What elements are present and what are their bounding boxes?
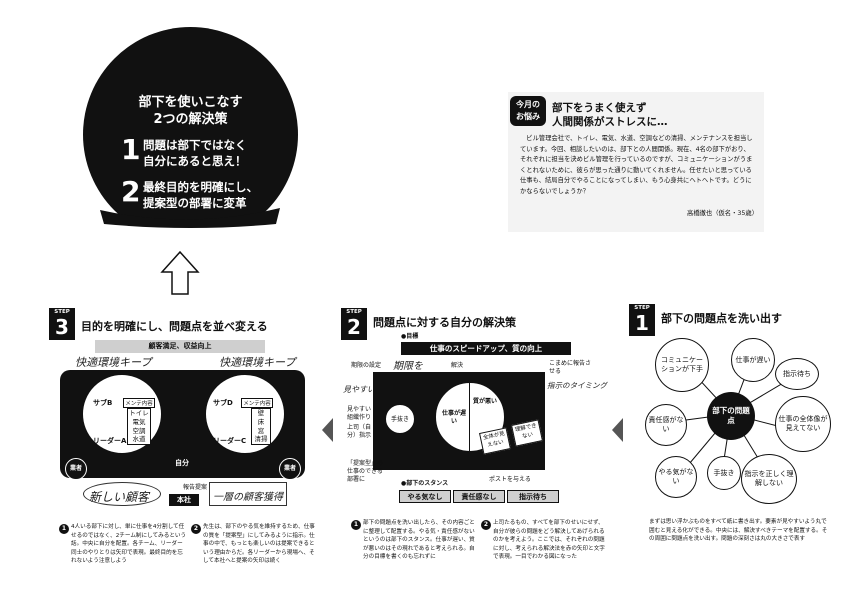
hero-point1-line2: 自分にあると思え！: [143, 154, 247, 168]
step3-label: STEP: [54, 309, 70, 315]
step2-core-divider: [469, 382, 470, 452]
step2-number: 2: [347, 315, 361, 339]
step2-hand-misc: 見やすい: [343, 385, 375, 394]
step3-hand-box-right: [209, 482, 287, 506]
step3-customer-left: 業者: [65, 458, 87, 480]
step2-label-org: 見やすい組織作り: [347, 406, 372, 422]
worry-body: ビル管理会社で、トイレ、電気、水道、空調などの清掃、メンテナンスを担当しています…: [520, 135, 753, 195]
step3-banner: 顧客満足、収益向上: [95, 340, 265, 353]
step3-handwriting-right: 快適環境キープ: [219, 356, 296, 369]
step3-leader-c: リーダーC: [213, 437, 247, 445]
step3-customer-right: 業者: [279, 458, 301, 480]
step2-label-setting: 期限の設定: [351, 362, 382, 369]
step2-goal: 仕事のスピードアップ、質の向上: [401, 342, 571, 355]
step3-team-circle-right: [205, 374, 285, 454]
step2-stance-1: やる気なし: [399, 490, 451, 503]
step3-maint-tag-right: メンテ内容: [241, 398, 273, 408]
worry-badge: 今月の お悩み: [510, 96, 546, 126]
arrow-left-icon: [322, 418, 333, 442]
step3-sub-d: サブD: [213, 399, 233, 407]
step3-leader-a: リーダーA: [93, 437, 127, 445]
step3-note1-number: 1: [59, 524, 69, 534]
step2-node-speed: 仕事が遅い: [441, 410, 466, 426]
step2-note2: 上司たるもの、すべてを部下のせいにせず、自分が彼らの問題をどう解決してあげられる…: [493, 520, 605, 560]
step2-label-timing: こまめに報告させる: [549, 360, 592, 376]
step1-panel: STEP 1 部下の問題点を洗い出す コミュニケーションが下手 仕事が遅い 指示…: [625, 296, 837, 602]
step1-node-whole-picture: 仕事の全体像が見えてない: [775, 396, 831, 452]
step3-maint-list-left: トイレ 電気 空調 水道: [127, 408, 151, 446]
step2-panel: STEP 2 問題点に対する自分の解決策 ●目標 仕事のスピードアップ、質の向上…: [337, 302, 612, 602]
step1-node-waiting: 指示待ち: [775, 358, 819, 390]
step1-node-lazy: 手抜き: [707, 456, 741, 490]
hero-bottom-edge: [100, 208, 280, 228]
step3-title: 目的を明確にし、問題点を並べ変える: [81, 320, 268, 333]
step2-label: STEP: [346, 309, 362, 315]
step3-note2: 先生は、部下のやる気を維持するため、仕事の質を「提案型」にしてみるように指示。仕…: [203, 524, 315, 564]
step3-number: 3: [55, 315, 69, 339]
step2-note1-number: 1: [351, 520, 361, 530]
step2-title: 問題点に対する自分の解決策: [373, 316, 516, 329]
step2-note2-number: 2: [481, 520, 491, 530]
step2-label-solve: 解決: [451, 362, 464, 369]
up-arrow-icon: [160, 250, 200, 295]
step3-note2-number: 2: [191, 524, 201, 534]
step3-handwriting-left: 快適環境キープ: [75, 356, 152, 369]
step2-node-quality: 質が悪い: [473, 398, 498, 405]
step3-maint-list-right: 壁 床 窓 清掃: [251, 408, 271, 446]
step3-sub-b: サブB: [93, 399, 113, 407]
step1-center-node: 部下の問題点: [707, 392, 755, 440]
step3-report: 報告提案: [183, 484, 208, 491]
hero-title: 部下を使いこなす: [138, 95, 243, 110]
step1-badge: STEP 1: [629, 304, 655, 336]
step2-label-post: ポストを与える: [489, 476, 531, 483]
hero-circle: 部下を使いこなす 2つの解決策 1 問題は部下ではなく 自分にあると思え！ 2 …: [83, 27, 298, 242]
worry-badge-line2: お悩み: [516, 112, 540, 121]
step1-node-motivation: やる気がない: [655, 456, 697, 498]
step1-node-communication: コミュニケーションが下手: [655, 338, 709, 392]
step2-hand-setting: 期限を: [393, 361, 423, 372]
step2-hand-timing: 指示のタイミング: [547, 381, 607, 390]
step3-maint-tag-left: メンテ内容: [123, 398, 155, 408]
step1-title: 部下の問題点を洗い出す: [661, 312, 782, 325]
worry-box: 今月の お悩み 部下をうまく使えず 人間関係がストレスに… ビル管理会社で、トイ…: [508, 92, 764, 232]
step1-node-responsibility: 責任感がない: [645, 404, 687, 446]
step2-note1: 部下の問題点を洗い出したら、その内容ごとに整理して配置する。やる気・責任感がない…: [363, 520, 475, 560]
step2-stance-3: 指示待ち: [507, 490, 559, 503]
hero-point1-number: 1: [121, 133, 141, 166]
step1-node-understanding: 指示を正しく理解しない: [741, 454, 797, 504]
step1-center-label: 部下の問題点: [712, 406, 750, 425]
step2-stance-label: ●部下のスタンス: [401, 480, 449, 487]
worry-signature: 高橋徹也（仮名・35歳）: [687, 210, 758, 217]
step2-badge: STEP 2: [341, 308, 367, 340]
hero-point1-line1: 問題は部下ではなく: [143, 138, 247, 152]
step3-hq: 本社: [169, 494, 199, 506]
step3-handwriting-bottom-right: 一層の顧客獲得: [213, 492, 283, 503]
arrow-left-icon: [612, 418, 623, 442]
worry-badge-line1: 今月の: [516, 100, 540, 109]
step2-label-proposal: 「提案型」の仕事のできる部署に: [347, 460, 384, 484]
step3-hand-circle-left: [83, 482, 161, 506]
worry-title-line1: 部下をうまく使えず: [552, 102, 647, 114]
step1-note: まずは思い浮かぶものをすべて紙に書き出す。要素が見やすいよう丸で囲むと見える化が…: [649, 519, 828, 542]
worry-title-line2: 人間関係がストレスに…: [552, 116, 668, 128]
hero-point2-line2: 提案型の部署に変革: [143, 196, 247, 210]
hero-point2-number: 2: [121, 175, 141, 208]
step2-stance-2: 責任感なし: [453, 490, 505, 503]
step3-note1: 4人いる部下に対し、単に仕事を4分割して任せるのではなく、2チーム制にしてみると…: [71, 524, 187, 564]
step2-label-boss: 上司（自分）指示: [347, 424, 372, 440]
step2-node-lazy: 手抜き: [385, 404, 415, 434]
step1-label: STEP: [634, 305, 650, 311]
step3-badge: STEP 3: [49, 308, 75, 340]
step2-goal-label: ●目標: [401, 333, 419, 340]
hero-point2-line1: 最終目的を明確にし、: [143, 180, 258, 194]
hero-subtitle: 2つの解決策: [153, 112, 228, 127]
step3-panel: STEP 3 目的を明確にし、問題点を並べ変える 顧客満足、収益向上 快適環境キ…: [45, 302, 320, 602]
step1-number: 1: [635, 311, 649, 335]
step3-self: 自分: [175, 459, 189, 467]
step1-node-slow: 仕事が遅い: [731, 338, 775, 382]
